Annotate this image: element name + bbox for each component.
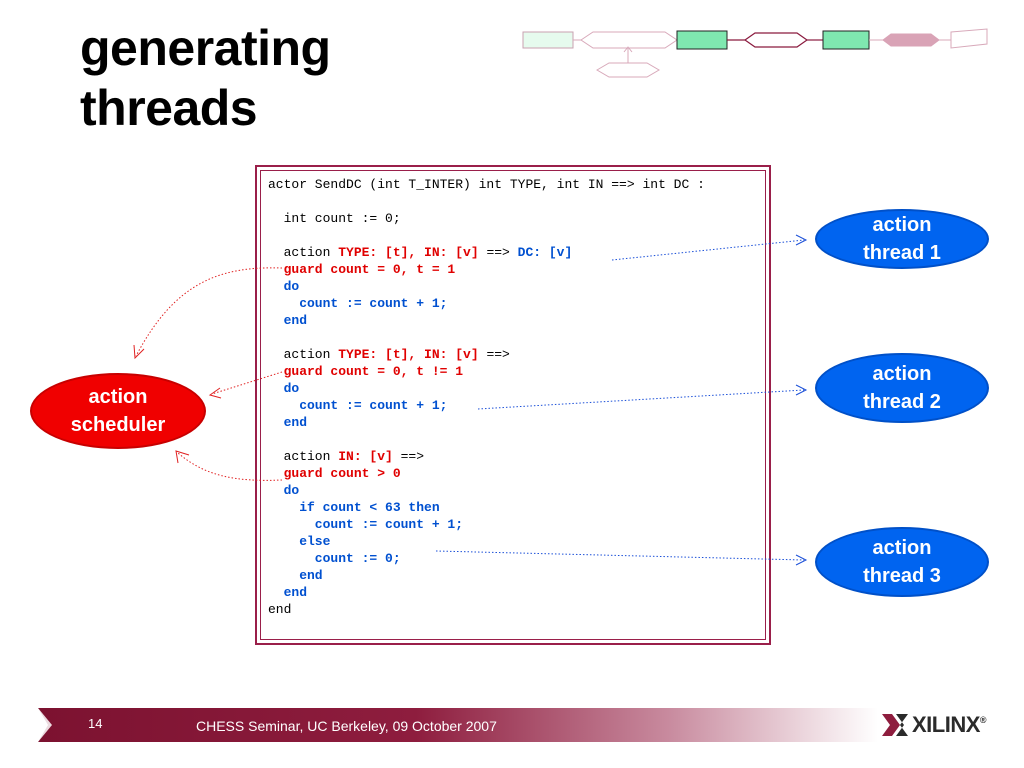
code-action3-arrow: ==> [392,449,425,464]
arrowhead-guard1 [133,344,145,360]
code-action2-guard: guard count = 0, t != 1 [268,364,464,379]
thread-2-label: action thread 2 [863,360,941,416]
footer-bar-shape [38,708,878,742]
scheduler-label-line-1: action [88,386,148,408]
code-action2-body: count := count + 1; [268,398,448,413]
code-line-state: int count := 0; [268,211,401,226]
slide-title: generating threads [80,18,331,138]
code-action2-kw: action [268,347,339,362]
arrowhead-thread-1 [795,234,808,246]
xilinx-logo [882,714,908,736]
code-action1-arrow: ==> [478,245,518,260]
logo-mark-left [882,714,900,736]
flow-arrowhead [623,46,633,53]
code-action3-end: end [268,585,308,600]
flow-box-3 [822,30,870,50]
footer-bar [38,708,878,742]
thread-2-label-line-1: action [872,363,932,385]
thread-1-label-line-2: thread 1 [863,242,941,264]
code-action1-body: count := count + 1; [268,296,448,311]
arrowhead-guard3 [175,450,190,464]
code-action2-inputs: TYPE: [t], IN: [v] [338,347,479,362]
arrowhead-guard2 [208,387,222,399]
title-line-1: generating [80,20,331,76]
logo-mark-right [896,714,908,736]
thread-3-label: action thread 3 [863,534,941,590]
arrowhead-thread-2 [795,384,808,396]
flow-box-2 [676,30,728,50]
scheduler-label-line-2: scheduler [70,414,166,436]
code-action3-if: if count < 63 then [268,500,440,515]
action-thread-2-ellipse: action thread 2 [815,353,989,423]
flow-hex-2 [743,32,809,48]
thread-2-label-line-2: thread 2 [863,391,941,413]
flow-box-1 [522,31,574,49]
code-action1-end: end [268,313,308,328]
code-line-end: end [268,602,292,617]
code-action3-do: do [268,483,300,498]
title-line-2: threads [80,80,258,136]
xilinx-logo-text: XILINX® [912,712,987,738]
logo-wordmark: XILINX [912,712,980,737]
arrowhead-thread-3 [795,554,808,566]
code-action2-end: end [268,415,308,430]
flow-hex-1 [580,31,678,49]
code-action2-do: do [268,381,300,396]
action-scheduler-ellipse: action scheduler [30,373,206,449]
thread-3-label-line-2: thread 3 [863,565,941,587]
code-action1-outputs: DC: [v] [517,245,573,260]
code-action3-increment: count := count + 1; [268,517,464,532]
code-action3-guard: guard count > 0 [268,466,401,481]
code-action3-endif: end [268,568,323,583]
thread-1-label: action thread 1 [863,211,941,267]
flow-hex-3 [882,33,940,47]
code-action3-else: else [268,534,331,549]
code-line-actor: actor SendDC (int T_INTER) int TYPE, int… [268,177,705,192]
code-action1-inputs: TYPE: [t], IN: [v] [338,245,479,260]
logo-registered-mark: ® [979,715,987,725]
code-action1-kw: action [268,245,339,260]
footer-bar-notch [38,708,52,742]
code-action3-inputs: IN: [v] [338,449,393,464]
footer-text: CHESS Seminar, UC Berkeley, 09 October 2… [196,718,497,734]
flow-box-4 [950,28,988,49]
page-number: 14 [88,716,103,731]
code-action3-reset: count := 0; [268,551,401,566]
thread-1-label-line-1: action [872,214,932,236]
code-action1-guard: guard count = 0, t = 1 [268,262,456,277]
thread-3-label-line-1: action [872,537,932,559]
code-action1-do: do [268,279,300,294]
code-action2-arrow: ==> [478,347,510,362]
code-panel: actor SendDC (int T_INTER) int TYPE, int… [255,165,771,645]
flow-hex-4 [596,62,660,78]
flow-diagram-decoration [522,28,988,78]
code-action3-kw: action [268,449,339,464]
actor-code: actor SendDC (int T_INTER) int TYPE, int… [268,176,705,618]
action-thread-3-ellipse: action thread 3 [815,527,989,597]
action-thread-1-ellipse: action thread 1 [815,209,989,269]
action-scheduler-label: action scheduler [71,383,165,439]
